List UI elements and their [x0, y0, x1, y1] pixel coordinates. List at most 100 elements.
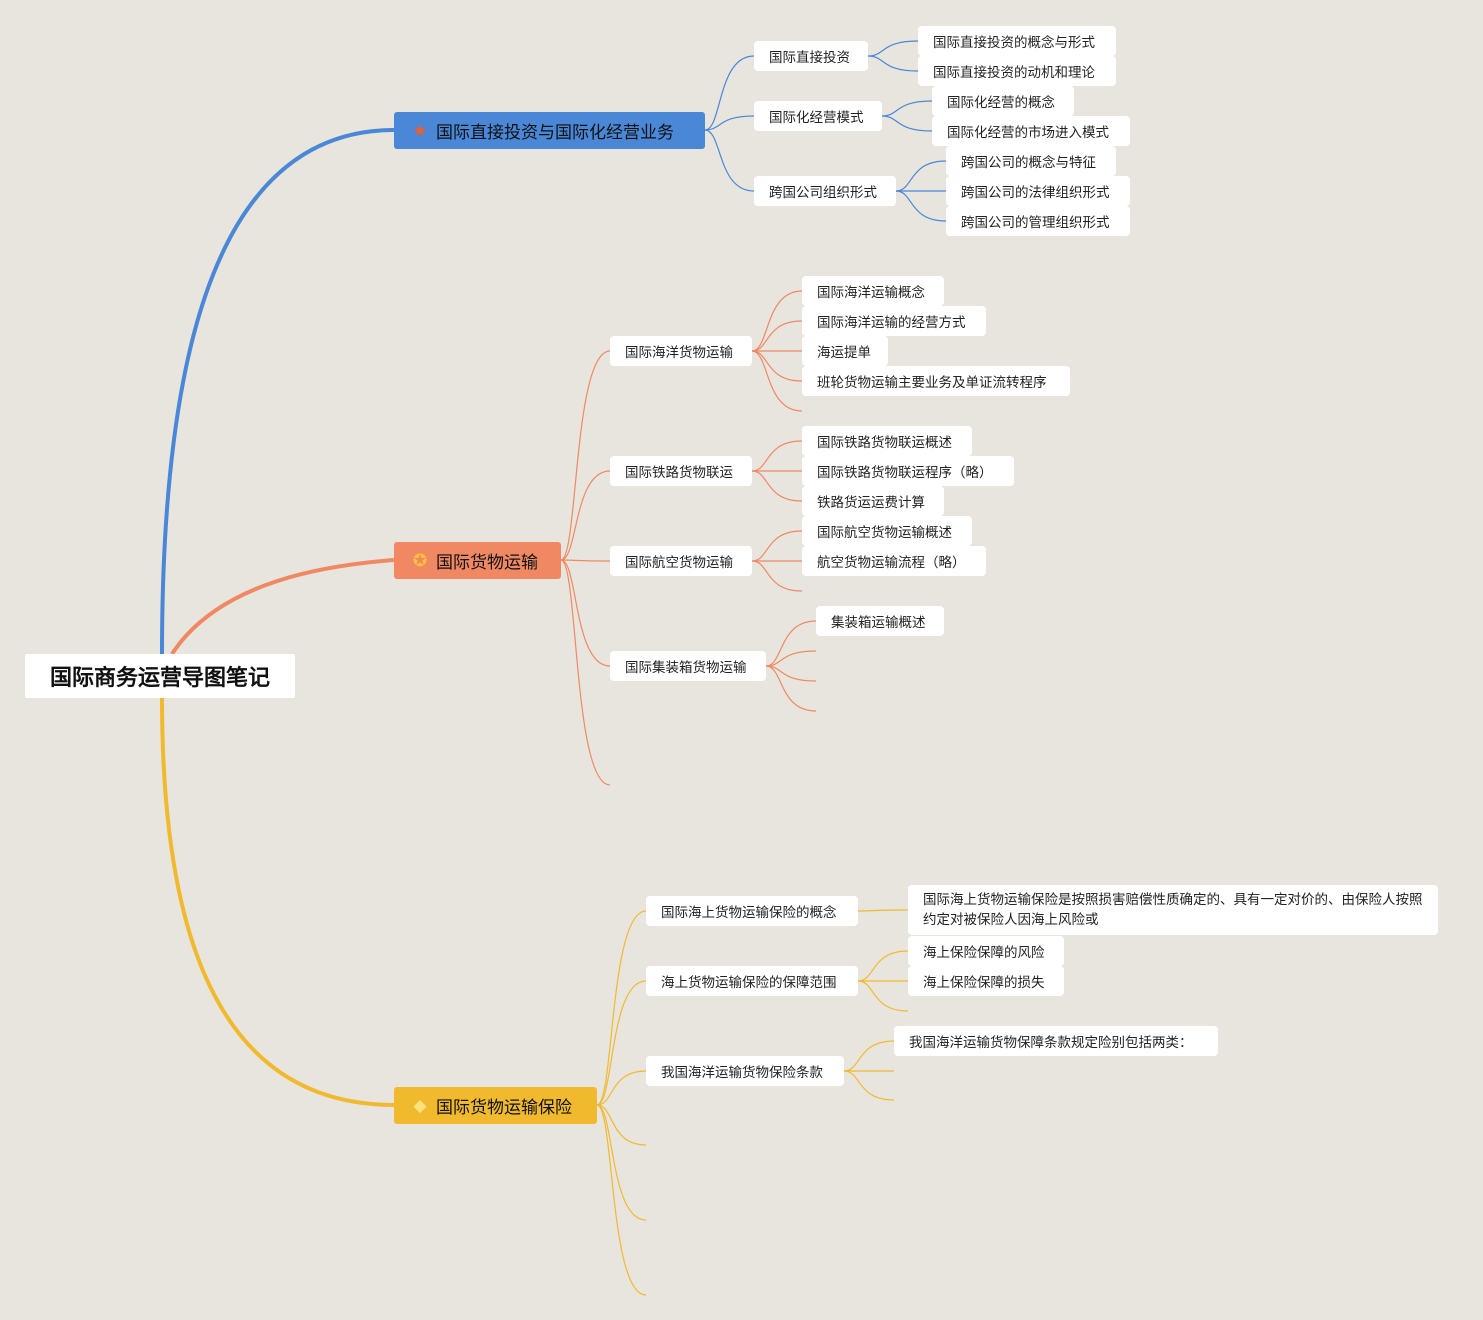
- subtopic-label: 国际海上货物运输保险是按照损害赔偿性质确定的、具有一定对价的、由保险人按照约定对…: [923, 892, 1423, 928]
- branch-link: [765, 650, 817, 667]
- branch-link: [751, 530, 803, 562]
- branch-link: [857, 909, 909, 912]
- branch-link: [596, 1104, 647, 1221]
- root-topic[interactable]: 国际商务运营导图笔记: [25, 654, 295, 698]
- subtopic[interactable]: 跨国公司的管理组织形式: [946, 206, 1130, 236]
- branch-link: [596, 910, 647, 1106]
- branch-link: [881, 100, 933, 117]
- subtopic-label: 我国海洋运输货物保障条款规定险别包括两类：: [909, 1035, 1193, 1051]
- subtopic-label: 国际化经营的市场进入模式: [947, 125, 1109, 141]
- branch-link: [560, 350, 611, 561]
- subtopic[interactable]: 国际化经营的市场进入模式: [932, 116, 1130, 146]
- branch-link: [751, 560, 803, 592]
- subtopic-label: 国际海洋运输概念: [817, 285, 925, 301]
- branch-label: 国际货物运输: [436, 553, 538, 573]
- subtopic-label: 国际化经营的概念: [947, 95, 1055, 111]
- root-link: [160, 128, 396, 656]
- branch-link: [867, 40, 919, 57]
- subtopic[interactable]: 我国海洋运输货物保障条款规定险别包括两类：: [894, 1026, 1218, 1056]
- topic-air-transport[interactable]: 国际航空货物运输: [610, 546, 752, 576]
- subtopic[interactable]: 海上保险保障的损失: [908, 966, 1064, 996]
- subtopic-label: 集装箱运输概述: [831, 615, 926, 631]
- subtopic-label: 国际直接投资的概念与形式: [933, 35, 1095, 51]
- subtopic[interactable]: 跨国公司的法律组织形式: [946, 176, 1130, 206]
- branch-label: 国际货物运输保险: [436, 1098, 572, 1118]
- subtopic[interactable]: 国际铁路货物联运程序（略）: [802, 456, 1014, 486]
- branch-link: [881, 115, 933, 132]
- topic-label: 国际海洋货物运输: [625, 345, 733, 361]
- subtopic[interactable]: 国际化经营的概念: [932, 86, 1074, 116]
- branch-link: [596, 1104, 647, 1146]
- topic-rail-transport[interactable]: 国际铁路货物联运: [610, 456, 752, 486]
- branch-link: [751, 350, 803, 412]
- topic-fdi[interactable]: 国际直接投资: [754, 41, 868, 71]
- branch-link: [857, 950, 909, 982]
- branch-cargo-insurance[interactable]: ◆ 国际货物运输保险: [394, 1087, 597, 1124]
- topic-label: 我国海洋运输货物保险条款: [661, 1065, 823, 1081]
- branch-link: [596, 1104, 647, 1296]
- topic-container-transport[interactable]: 国际集装箱货物运输: [610, 651, 766, 681]
- branch-link: [560, 559, 611, 562]
- branch-link: [751, 290, 803, 352]
- subtopic-label: 国际铁路货物联运程序（略）: [817, 465, 993, 481]
- branch-link: [751, 320, 803, 352]
- subtopic[interactable]: 国际海洋运输概念: [802, 276, 944, 306]
- topic-label: 国际集装箱货物运输: [625, 660, 747, 676]
- subtopic[interactable]: 集装箱运输概述: [816, 606, 944, 636]
- topic-label: 国际直接投资: [769, 50, 850, 66]
- branch-link: [560, 559, 611, 667]
- branch-cargo-transport[interactable]: ✪ 国际货物运输: [394, 542, 561, 579]
- subtopic[interactable]: 国际海洋运输的经营方式: [802, 306, 986, 336]
- subtopic[interactable]: 班轮货物运输主要业务及单证流转程序: [802, 366, 1070, 396]
- root-link: [170, 558, 395, 656]
- subtopic[interactable]: 国际直接投资的概念与形式: [918, 26, 1116, 56]
- branch-link: [596, 980, 647, 1106]
- topic-insurance-clauses[interactable]: 我国海洋运输货物保险条款: [646, 1056, 844, 1086]
- branch-link: [704, 129, 755, 192]
- topic-multinational-organization[interactable]: 跨国公司组织形式: [754, 176, 896, 206]
- topic-label: 国际铁路货物联运: [625, 465, 733, 481]
- topic-label: 跨国公司组织形式: [769, 185, 877, 201]
- star-icon: ★: [412, 120, 428, 141]
- branch-link: [751, 440, 803, 472]
- topic-ocean-transport[interactable]: 国际海洋货物运输: [610, 336, 752, 366]
- subtopic-label: 国际海洋运输的经营方式: [817, 315, 966, 331]
- subtopic[interactable]: 跨国公司的概念与特征: [946, 146, 1116, 176]
- subtopic[interactable]: 海上保险保障的风险: [908, 936, 1064, 966]
- branch-link: [895, 160, 947, 192]
- subtopic[interactable]: 国际铁路货物联运概述: [802, 426, 972, 456]
- subtopic-label: 国际直接投资的动机和理论: [933, 65, 1095, 81]
- subtopic-label: 海上保险保障的损失: [923, 975, 1045, 991]
- subtopic[interactable]: 国际航空货物运输概述: [802, 516, 972, 546]
- branch-link: [895, 190, 947, 222]
- branch-link: [843, 1070, 895, 1101]
- branch-link: [560, 559, 611, 786]
- branch-link: [751, 470, 803, 502]
- branch-link: [867, 55, 919, 72]
- branch-link: [765, 665, 817, 682]
- award-icon: ✪: [412, 550, 428, 571]
- subtopic[interactable]: 航空货物运输流程（略）: [802, 546, 986, 576]
- subtopic-label: 航空货物运输流程（略）: [817, 555, 966, 571]
- subtopic[interactable]: 国际直接投资的动机和理论: [918, 56, 1116, 86]
- root-link: [160, 696, 396, 1107]
- subtopic-label: 跨国公司的概念与特征: [961, 155, 1096, 171]
- topic-label: 国际航空货物运输: [625, 555, 733, 571]
- branch-link: [857, 980, 909, 1012]
- topic-label: 国际海上货物运输保险的概念: [661, 905, 837, 921]
- subtopic[interactable]: 铁路货运运费计算: [802, 486, 944, 516]
- subtopic-note[interactable]: 国际海上货物运输保险是按照损害赔偿性质确定的、具有一定对价的、由保险人按照约定对…: [908, 885, 1438, 935]
- topic-insurance-coverage[interactable]: 海上货物运输保险的保障范围: [646, 966, 858, 996]
- topic-label: 国际化经营模式: [769, 110, 864, 126]
- subtopic[interactable]: 海运提单: [802, 336, 888, 366]
- topic-label: 海上货物运输保险的保障范围: [661, 975, 837, 991]
- diamond-icon: ◆: [413, 1095, 427, 1116]
- branch-foreign-direct-investment[interactable]: ★ 国际直接投资与国际化经营业务: [394, 112, 705, 149]
- subtopic-label: 跨国公司的法律组织形式: [961, 185, 1110, 201]
- subtopic-label: 海运提单: [817, 345, 871, 361]
- topic-insurance-concept[interactable]: 国际海上货物运输保险的概念: [646, 896, 858, 926]
- topic-internationalization-mode[interactable]: 国际化经营模式: [754, 101, 882, 131]
- branch-label: 国际直接投资与国际化经营业务: [436, 123, 674, 143]
